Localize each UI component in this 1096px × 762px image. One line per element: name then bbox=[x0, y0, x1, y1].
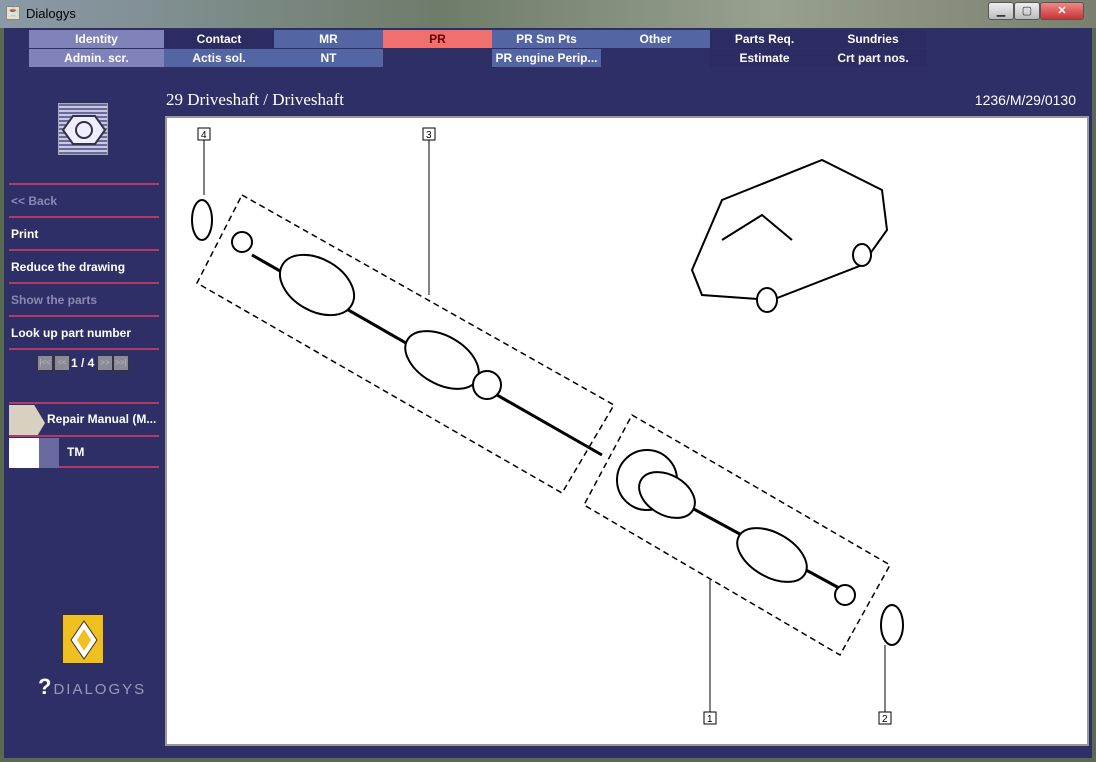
first-page-button[interactable]: |<< bbox=[37, 355, 53, 371]
nut-icon bbox=[58, 103, 108, 155]
tab-pr-engine-perip-[interactable]: PR engine Perip... bbox=[492, 49, 601, 67]
tab-pr[interactable]: PR bbox=[383, 30, 492, 48]
show-parts-button[interactable]: Show the parts bbox=[9, 282, 159, 315]
title-bar: ☕ Dialogys ▁ ▢ ✕ bbox=[0, 0, 1096, 28]
callout-4[interactable]: 4 bbox=[201, 130, 207, 141]
shaft-group-1-box bbox=[582, 413, 892, 657]
driveshaft-diagram: 4 3 1 2 bbox=[191, 127, 904, 725]
wrench-icon bbox=[9, 405, 45, 435]
lookup-part-number-button[interactable]: Look up part number bbox=[9, 315, 159, 348]
callout-1[interactable]: 1 bbox=[707, 714, 713, 725]
gauge-icon bbox=[9, 438, 59, 468]
tab-identity[interactable]: Identity bbox=[29, 30, 164, 48]
tm-label: TM bbox=[67, 445, 85, 459]
shaft-group-3-box bbox=[196, 193, 616, 495]
next-page-button[interactable]: >> bbox=[97, 355, 113, 371]
repair-manual-link[interactable]: Repair Manual (M... bbox=[9, 402, 159, 435]
sidebar: << Back Print Reduce the drawing Show th… bbox=[9, 183, 159, 468]
tab-admin-scr-[interactable]: Admin. scr. bbox=[29, 49, 164, 67]
reduce-drawing-button[interactable]: Reduce the drawing bbox=[9, 249, 159, 282]
tab-nt[interactable]: NT bbox=[274, 49, 383, 67]
back-button[interactable]: << Back bbox=[9, 183, 159, 216]
callout-2[interactable]: 2 bbox=[882, 714, 888, 725]
last-page-button[interactable]: >>| bbox=[113, 355, 129, 371]
parts-drawing[interactable]: 4 3 1 2 bbox=[165, 116, 1089, 746]
vehicle-illustration bbox=[690, 158, 889, 313]
tab-estimate[interactable]: Estimate bbox=[710, 49, 819, 67]
tab-crt-part-nos-[interactable]: Crt part nos. bbox=[819, 49, 927, 67]
page-title: 29 Driveshaft / Driveshaft bbox=[166, 90, 344, 109]
tab-actis-sol-[interactable]: Actis sol. bbox=[164, 49, 274, 67]
close-button[interactable]: ✕ bbox=[1040, 2, 1084, 20]
renault-logo bbox=[62, 614, 104, 664]
tab-parts-req-[interactable]: Parts Req. bbox=[710, 30, 819, 48]
minimize-button[interactable]: ▁ bbox=[988, 2, 1014, 20]
dialogys-logo: ?DIALOGYS bbox=[38, 674, 147, 699]
callout-3[interactable]: 3 bbox=[426, 130, 432, 141]
tab-other[interactable]: Other bbox=[601, 30, 710, 48]
tab-mr[interactable]: MR bbox=[274, 30, 383, 48]
window-title: Dialogys bbox=[26, 6, 76, 21]
tm-link[interactable]: TM bbox=[9, 435, 159, 468]
pager: |<< << 1 / 4 >> >>| bbox=[9, 348, 159, 402]
tab-sundries[interactable]: Sundries bbox=[819, 30, 927, 48]
maximize-button[interactable]: ▢ bbox=[1014, 2, 1040, 20]
drawing-reference: 1236/M/29/0130 bbox=[974, 92, 1076, 108]
prev-page-button[interactable]: << bbox=[54, 355, 70, 371]
tab-contact[interactable]: Contact bbox=[164, 30, 274, 48]
repair-manual-label: Repair Manual (M... bbox=[47, 412, 157, 426]
page-indicator: 1 / 4 bbox=[71, 356, 95, 370]
print-button[interactable]: Print bbox=[9, 216, 159, 249]
java-icon: ☕ bbox=[6, 6, 20, 20]
tab-pr-sm-pts[interactable]: PR Sm Pts bbox=[492, 30, 601, 48]
